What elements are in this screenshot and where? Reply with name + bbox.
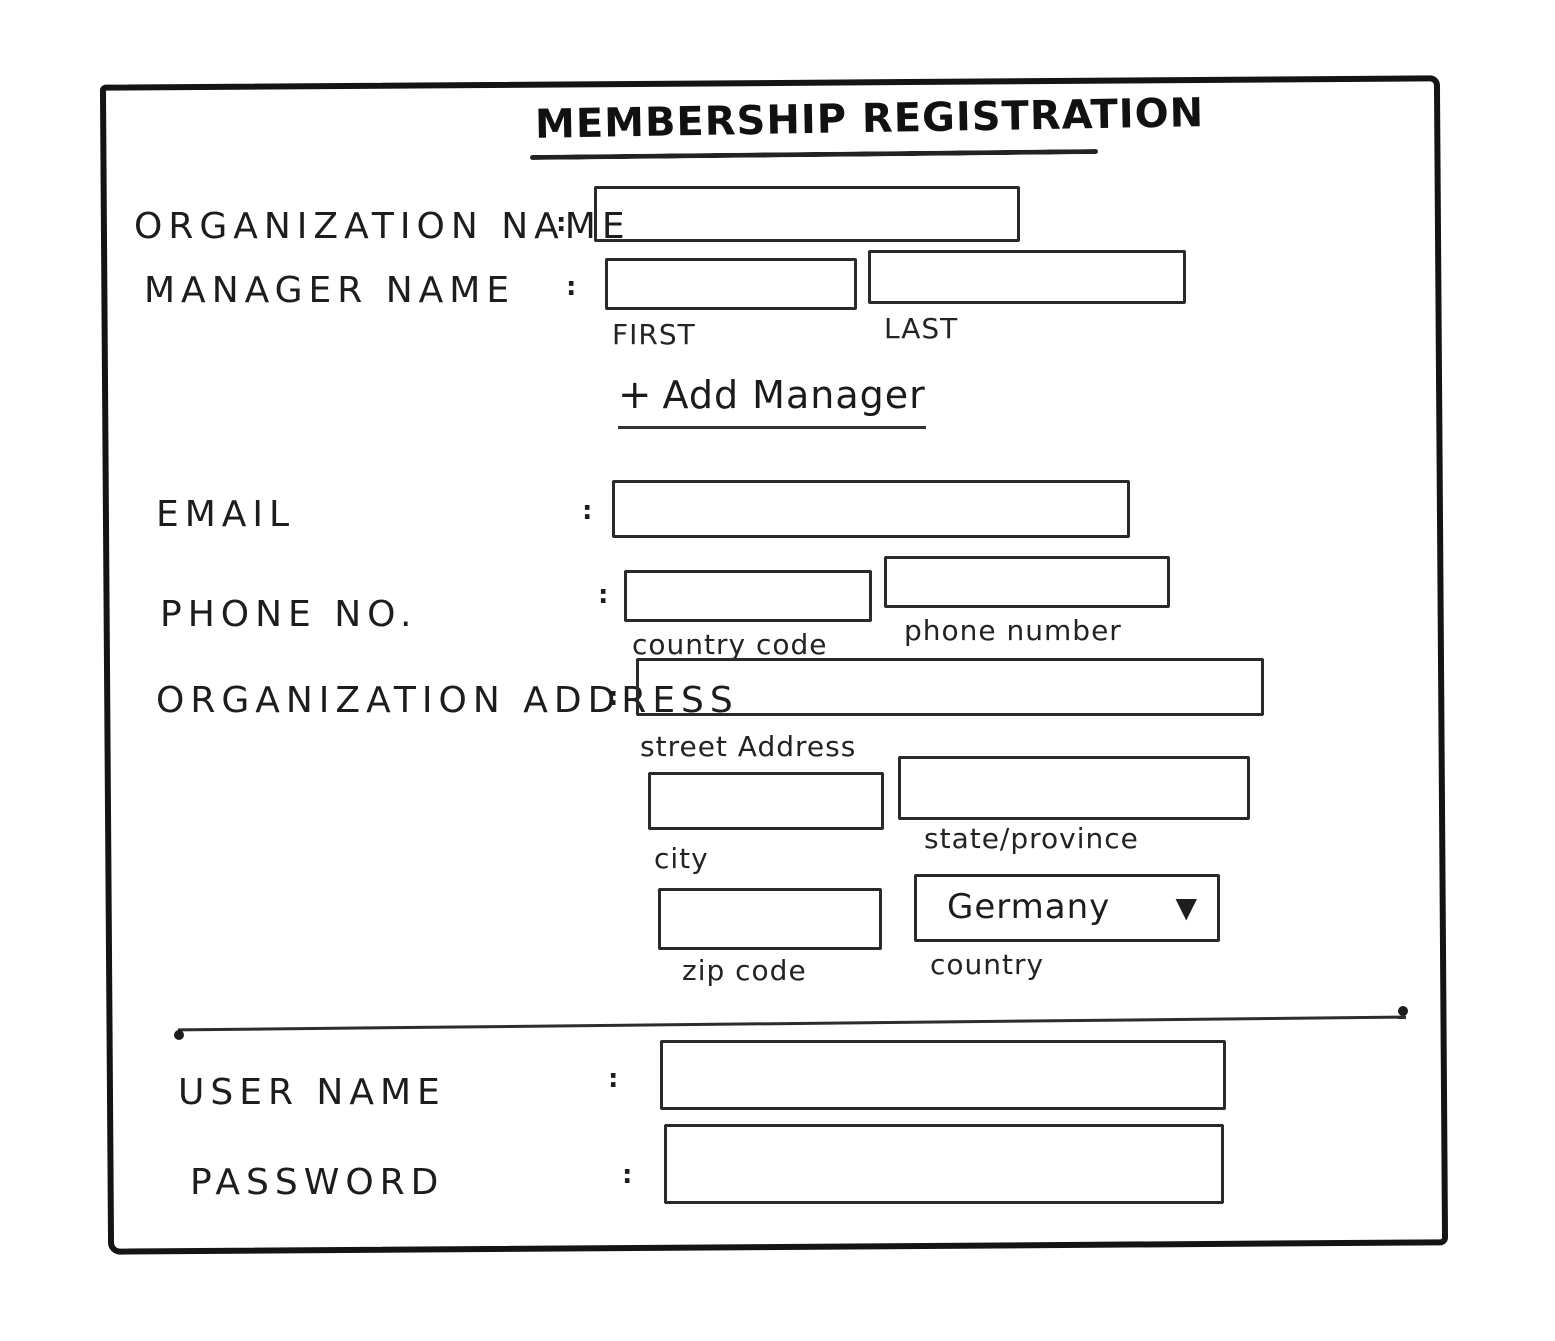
- manager-last-name-input[interactable]: [868, 250, 1186, 304]
- manager-first-name-input[interactable]: [605, 258, 857, 310]
- manager-first-caption: FIRST: [612, 318, 696, 351]
- street-address-input[interactable]: [636, 658, 1264, 716]
- country-select[interactable]: Germany ▼: [914, 874, 1220, 942]
- password-label: PASSWORD: [190, 1162, 445, 1203]
- organization-name-input[interactable]: [594, 186, 1020, 242]
- phone-number-input[interactable]: [884, 556, 1170, 608]
- city-caption: city: [654, 842, 709, 875]
- user-name-input[interactable]: [660, 1040, 1226, 1110]
- manager-name-colon: :: [566, 272, 577, 302]
- plus-icon: +: [618, 372, 653, 418]
- manager-last-caption: LAST: [884, 312, 959, 345]
- chevron-down-icon: ▼: [1175, 891, 1197, 924]
- email-colon: :: [582, 496, 593, 526]
- add-manager-link[interactable]: +Add Manager: [618, 372, 926, 429]
- phone-colon: :: [598, 580, 609, 610]
- phone-number-caption: phone number: [904, 614, 1122, 647]
- street-address-caption: street Address: [640, 730, 857, 763]
- country-select-value: Germany: [947, 887, 1111, 927]
- country-caption: country: [930, 948, 1045, 981]
- phone-country-code-input[interactable]: [624, 570, 872, 622]
- password-input[interactable]: [664, 1124, 1224, 1204]
- phone-label: PHONE NO.: [160, 594, 418, 635]
- user-name-label: USER NAME: [178, 1072, 446, 1113]
- zip-code-caption: zip code: [682, 954, 807, 987]
- add-manager-label: Add Manager: [662, 373, 926, 417]
- organization-name-label: ORGANIZATION NAME: [134, 206, 631, 247]
- divider-right-dot: [1398, 1006, 1408, 1016]
- phone-country-code-caption: country code: [632, 628, 828, 661]
- zip-code-input[interactable]: [658, 888, 882, 950]
- organization-address-colon: :: [608, 682, 619, 712]
- user-name-colon: :: [608, 1064, 619, 1094]
- divider-left-dot: [174, 1030, 184, 1040]
- state-province-caption: state/province: [924, 822, 1139, 855]
- password-colon: :: [622, 1160, 633, 1190]
- state-province-input[interactable]: [898, 756, 1250, 820]
- manager-name-label: MANAGER NAME: [144, 270, 516, 311]
- email-label: EMAIL: [156, 494, 296, 535]
- organization-name-colon: :: [556, 208, 567, 238]
- email-input[interactable]: [612, 480, 1130, 538]
- city-input[interactable]: [648, 772, 884, 830]
